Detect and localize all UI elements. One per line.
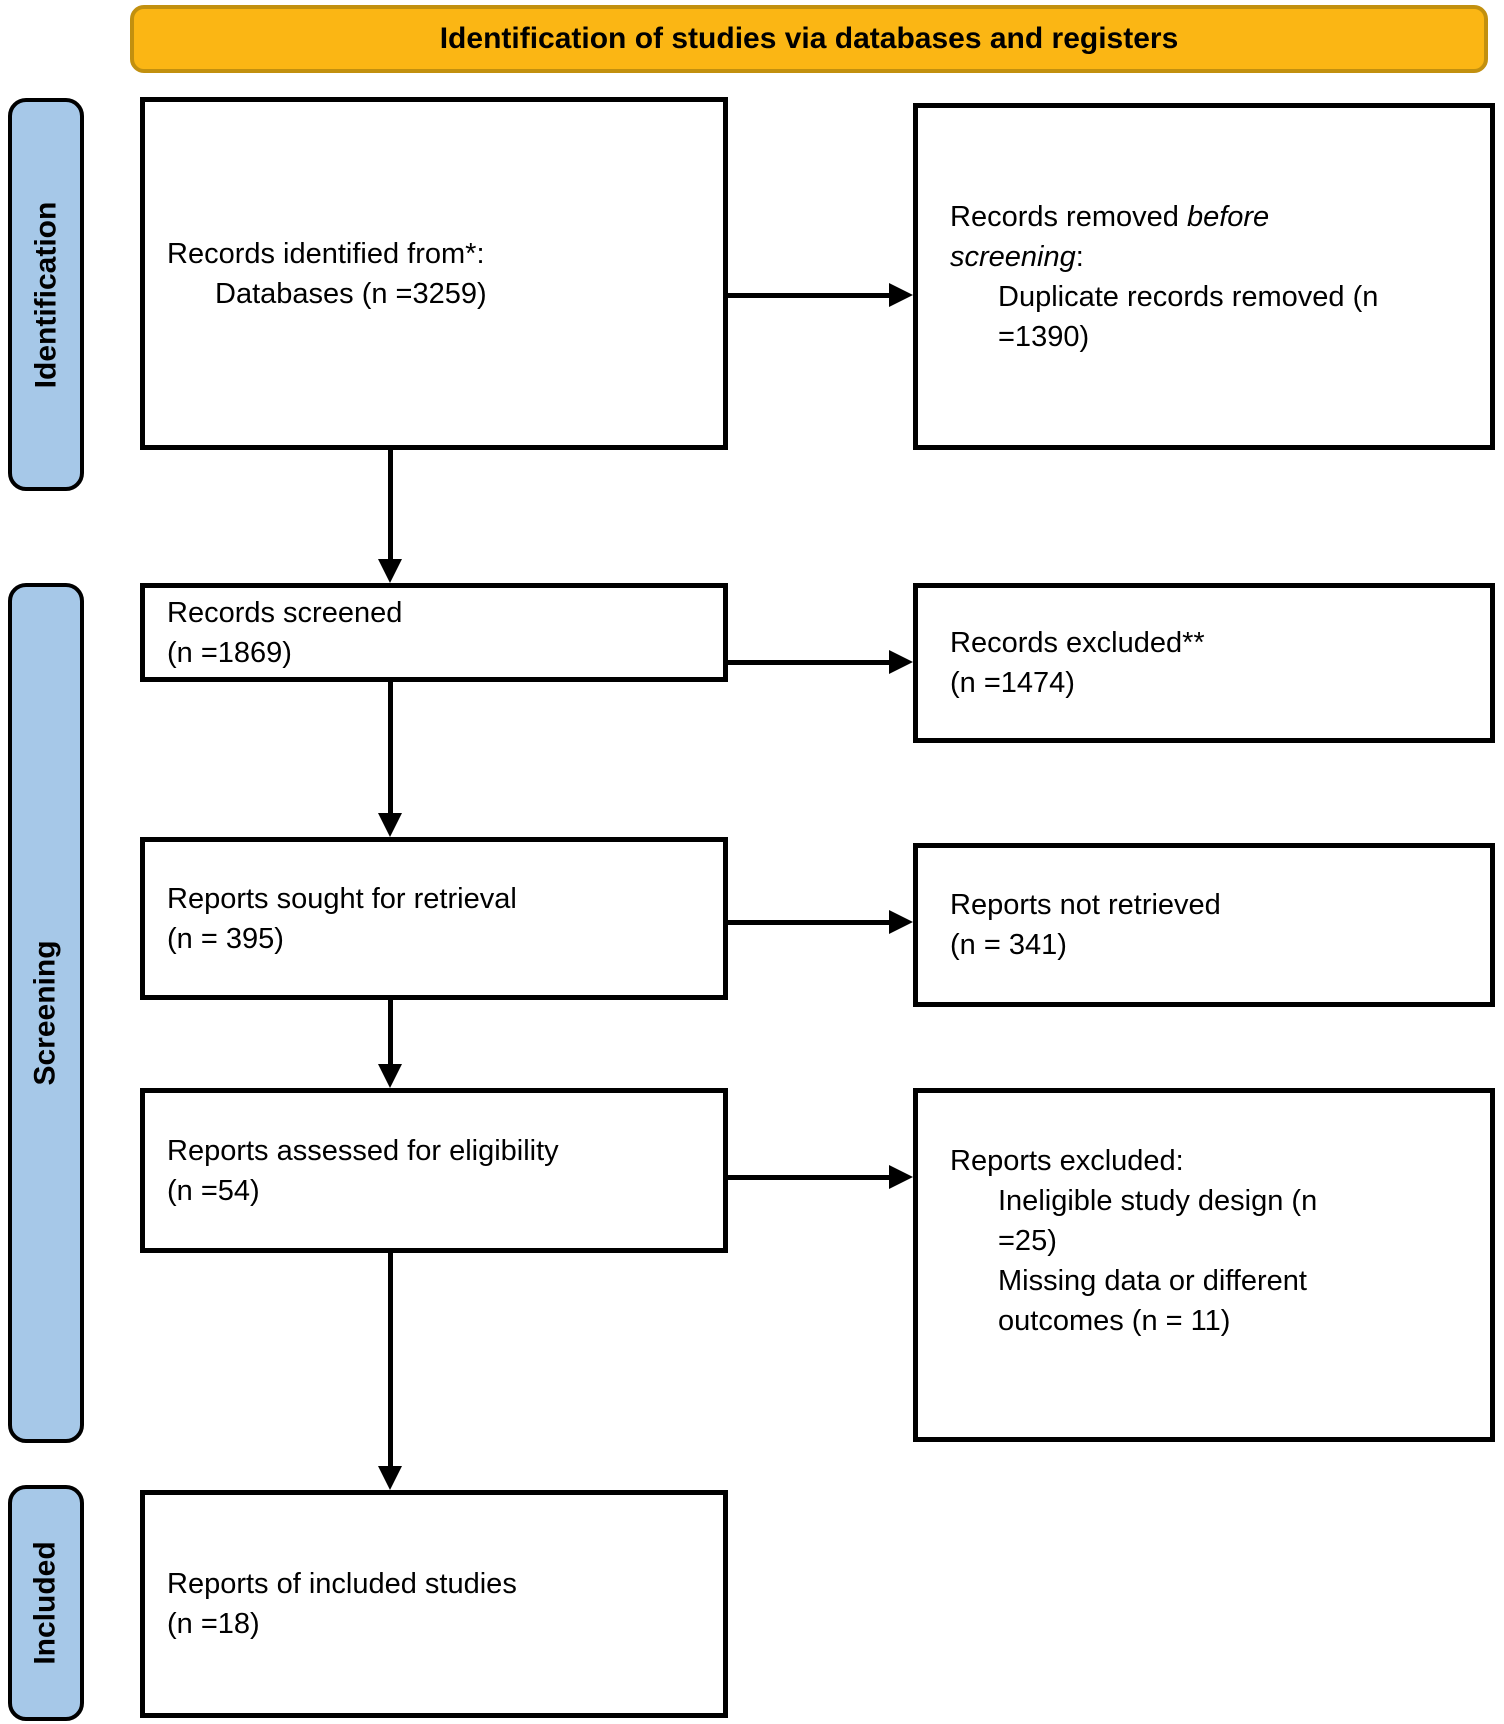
arrow-down-assessed-to-included — [378, 1253, 402, 1490]
title-italic: screening — [950, 240, 1076, 273]
box-title: Reports sought for retrieval — [167, 882, 517, 915]
arrowhead-down-icon — [378, 1064, 402, 1088]
box-records-identified: Records identified from*: Databases (n =… — [140, 97, 728, 450]
arrow-line — [728, 293, 891, 298]
phase-bar-screening: Screening — [8, 583, 84, 1443]
arrowhead-right-icon — [889, 1165, 913, 1189]
box-detail-line2: =1390) — [998, 320, 1090, 353]
banner-title: Identification of studies via databases … — [130, 5, 1488, 73]
arrowhead-right-icon — [889, 283, 913, 307]
box-count: (n =1869) — [167, 636, 292, 669]
box-reports-sought: Reports sought for retrieval (n = 395) — [140, 837, 728, 1000]
phase-label-included: Included — [29, 1541, 62, 1665]
arrow-line — [388, 682, 393, 815]
arrow-right-sought-to-not-retrieved — [728, 910, 913, 934]
phase-bar-included: Included — [8, 1485, 84, 1721]
box-count: (n =1474) — [950, 667, 1075, 699]
box-reports-assessed: Reports assessed for eligibility (n =54) — [140, 1088, 728, 1253]
arrow-line — [388, 450, 393, 561]
box-title: Reports excluded: — [950, 1145, 1184, 1177]
phase-bar-identification: Identification — [8, 98, 84, 491]
box-records-removed: Records removed before screening: Duplic… — [913, 103, 1495, 450]
box-count: (n = 341) — [950, 929, 1067, 961]
box-title: Records excluded** — [950, 627, 1205, 659]
title-italic: before — [1186, 200, 1270, 233]
box-title-line2: screening: — [950, 237, 1482, 277]
box-count: (n = 395) — [167, 922, 284, 955]
arrowhead-down-icon — [378, 1466, 402, 1490]
arrow-line — [728, 920, 891, 925]
arrow-down-identified-to-screened — [378, 450, 402, 583]
arrow-right-screened-to-excluded — [728, 650, 913, 674]
exclusion-reason-line: Missing data or different — [998, 1265, 1307, 1297]
phase-label-screening: Screening — [29, 940, 62, 1086]
exclusion-reason-line: outcomes (n = 11) — [998, 1305, 1231, 1337]
box-title: Reports assessed for eligibility — [167, 1134, 559, 1167]
title-normal: Records removed — [950, 200, 1187, 233]
arrow-right-identified-to-removed — [728, 283, 913, 307]
box-records-screened: Records screened (n =1869) — [140, 583, 728, 682]
box-title: Records identified from*: — [167, 237, 485, 270]
box-title: Reports not retrieved — [950, 889, 1221, 921]
box-count: (n =18) — [167, 1608, 260, 1640]
box-title: Records screened — [167, 596, 403, 629]
arrow-down-sought-to-assessed — [378, 1000, 402, 1088]
box-reports-included: Reports of included studies (n =18) — [140, 1490, 728, 1718]
box-detail-line1: Duplicate records removed (n — [998, 280, 1379, 313]
box-count: (n =54) — [167, 1174, 260, 1207]
arrowhead-right-icon — [889, 650, 913, 674]
arrowhead-down-icon — [378, 813, 402, 837]
box-detail: Databases (n =3259) — [215, 277, 487, 310]
box-title: Reports of included studies — [167, 1568, 517, 1600]
arrow-line — [728, 1175, 891, 1180]
arrow-line — [388, 1000, 393, 1066]
box-reports-not-retrieved: Reports not retrieved (n = 341) — [913, 843, 1495, 1007]
exclusion-reason-line: =25) — [998, 1225, 1057, 1257]
arrow-down-screened-to-sought — [378, 682, 402, 837]
arrow-line — [728, 660, 891, 665]
arrowhead-right-icon — [889, 910, 913, 934]
box-title-line1: Records removed before — [950, 197, 1482, 237]
arrow-line — [388, 1253, 393, 1468]
arrowhead-down-icon — [378, 559, 402, 583]
title-normal: : — [1075, 240, 1084, 273]
phase-label-identification: Identification — [29, 201, 63, 388]
arrow-right-assessed-to-reports-excluded — [728, 1165, 913, 1189]
box-reports-excluded: Reports excluded: Ineligible study desig… — [913, 1088, 1495, 1442]
exclusion-reason-line: Ineligible study design (n — [998, 1185, 1318, 1217]
box-records-excluded: Records excluded** (n =1474) — [913, 583, 1495, 743]
